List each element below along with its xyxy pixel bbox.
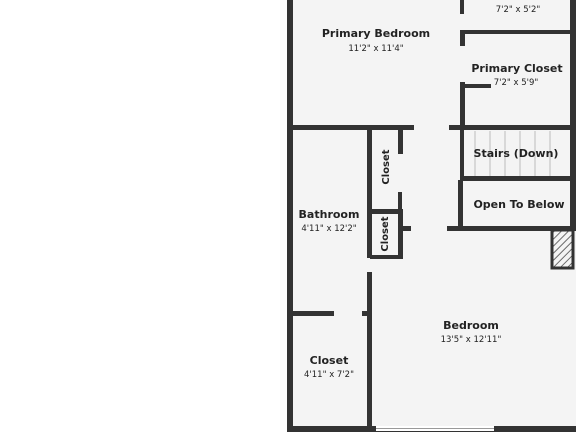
closet-dims: 4'11" x 7'2" bbox=[304, 370, 354, 380]
open-to-below-name: Open To Below bbox=[473, 198, 564, 211]
bathroom-name: Bathroom bbox=[299, 208, 360, 221]
bedroom-dims: 13'5" x 12'11" bbox=[441, 335, 502, 345]
hall-closet-lower-name: Closet bbox=[380, 216, 391, 251]
stairs-name: Stairs (Down) bbox=[474, 147, 559, 160]
window bbox=[376, 426, 494, 431]
bathroom-dims: 4'11" x 12'2" bbox=[301, 224, 356, 234]
hall-closet-upper-name: Closet bbox=[381, 149, 392, 184]
primary-bedroom-name: Primary Bedroom bbox=[322, 27, 430, 40]
chimney-block bbox=[550, 228, 575, 270]
stair-treads bbox=[474, 131, 551, 176]
floor-area bbox=[288, 0, 576, 432]
closet-name: Closet bbox=[310, 354, 349, 367]
upper-right-room-dims: 7'2" x 5'2" bbox=[496, 5, 541, 15]
primary-closet-dims: 7'2" x 5'9" bbox=[494, 78, 539, 88]
primary-closet-name: Primary Closet bbox=[471, 62, 562, 75]
bedroom-name: Bedroom bbox=[443, 319, 499, 332]
primary-bedroom-dims: 11'2" x 11'4" bbox=[348, 44, 403, 54]
walls bbox=[287, 0, 576, 432]
